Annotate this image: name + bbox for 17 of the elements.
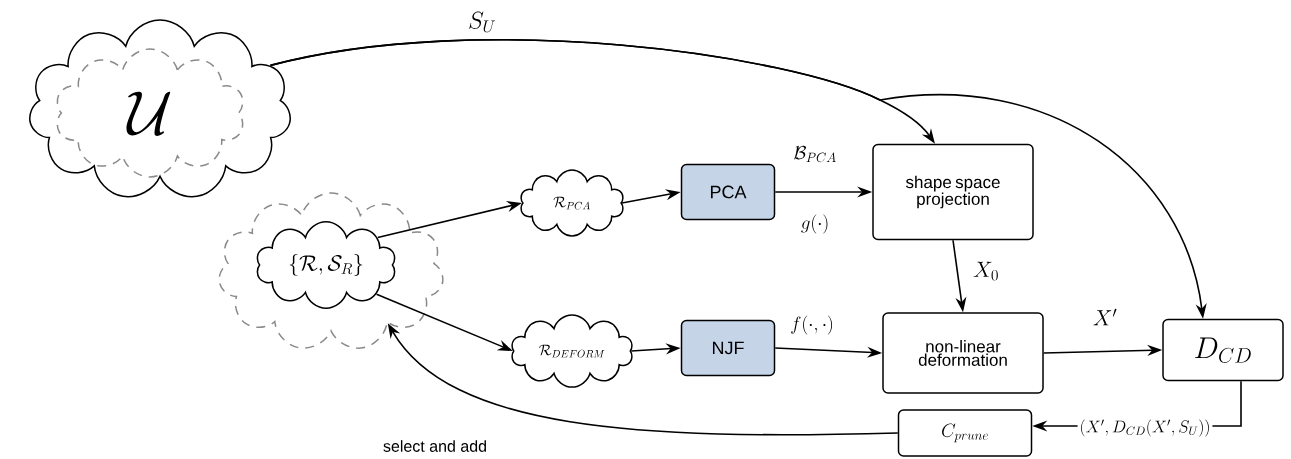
process-box: $C_{prune}$ <box>897 409 1033 457</box>
process-box: $D_{CD}$ <box>1162 318 1284 382</box>
process-box: NJF <box>680 319 776 377</box>
edge-label: select and add <box>380 438 490 454</box>
dashed-cloud: $\mathcal{U}$ <box>56 48 244 178</box>
cloud-shape <box>29 19 291 198</box>
edge-label: $(X',D_{CD}(X',S_U))$ <box>1077 417 1213 439</box>
edge-label: $\mathcal{B}_{PCA}$ <box>791 144 839 164</box>
process-box: shape space projection <box>872 143 1034 241</box>
edge-label: $f(\cdot,\cdot)$ <box>788 313 836 337</box>
edge-label: $S_U$ <box>466 10 498 34</box>
process-box: PCA <box>680 163 776 221</box>
edge-label: $X'$ <box>1090 306 1120 328</box>
process-box: non-linear deformation <box>882 312 1044 394</box>
dashed-cloud <box>218 192 444 349</box>
math-label: $g(\cdot)$ <box>801 214 828 234</box>
edge-label: $X_0$ <box>971 259 1001 283</box>
